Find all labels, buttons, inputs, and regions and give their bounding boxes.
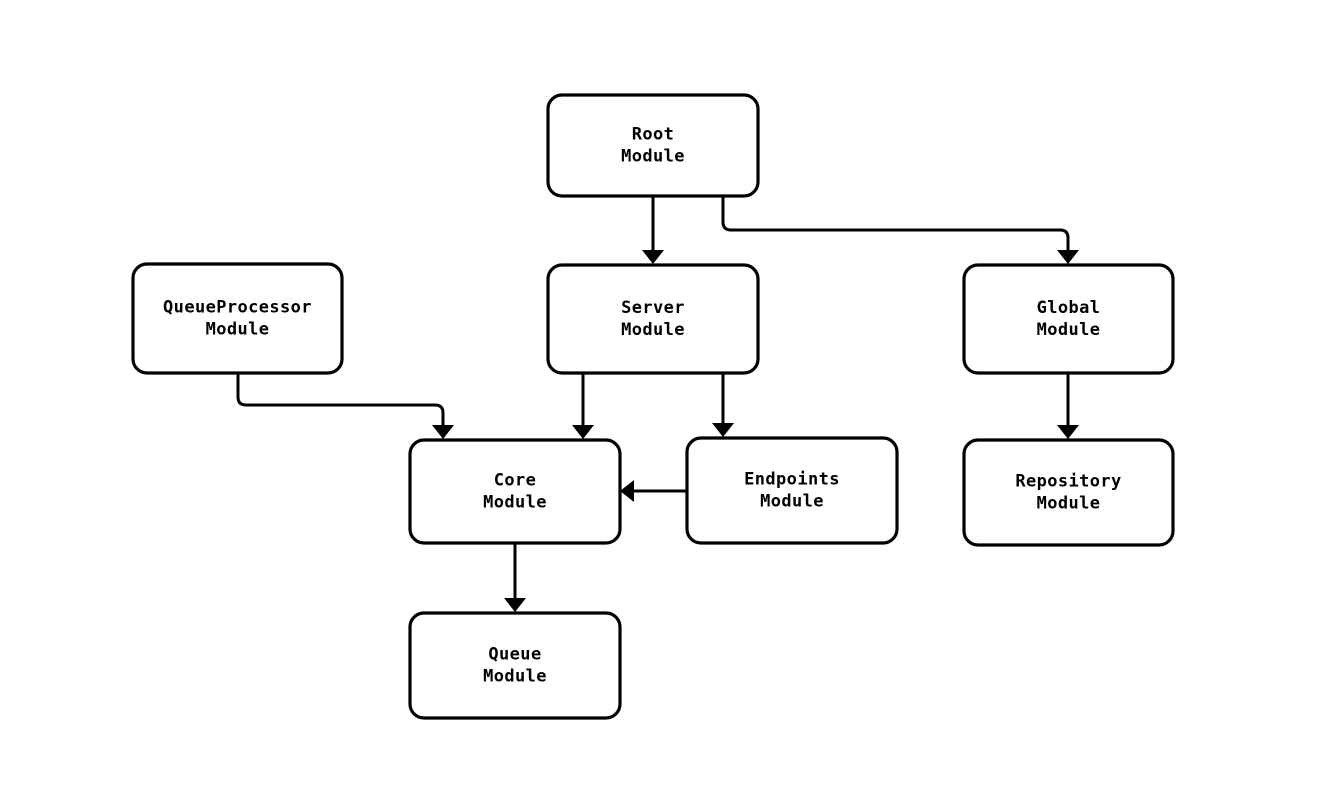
nodes-layer: RootModuleQueueProcessorModuleServerModu… <box>131 93 1175 720</box>
node-label-line2: Module <box>483 493 547 513</box>
arrowhead-icon <box>712 423 734 437</box>
edge-endpoints-to-core <box>620 480 687 502</box>
edge-root-to-server <box>642 196 664 264</box>
arrowhead-icon <box>572 425 594 439</box>
edge-server-to-core <box>572 373 594 439</box>
edge-root-to-global <box>721 196 1079 264</box>
node-label-line1: Queue <box>488 645 541 665</box>
node-box[interactable] <box>546 263 760 375</box>
node-label-line2: Module <box>1037 494 1101 514</box>
arrowhead-icon <box>1057 250 1079 264</box>
edge-line <box>236 373 445 427</box>
node-label-line2: Module <box>760 492 824 512</box>
node-label-line2: Module <box>621 147 685 167</box>
arrowhead-icon <box>642 250 664 264</box>
node-label-line1: Core <box>494 471 537 491</box>
node-label-line2: Module <box>621 320 685 340</box>
node-box[interactable] <box>962 263 1175 375</box>
node-box[interactable] <box>131 262 344 375</box>
node-box[interactable] <box>962 438 1175 547</box>
node-label-line1: Repository <box>1015 472 1121 492</box>
arrowhead-icon <box>620 480 634 502</box>
arrowhead-icon <box>504 598 526 612</box>
node-box[interactable] <box>408 438 622 545</box>
edge-line <box>721 196 1070 252</box>
node-label-line1: Root <box>632 125 675 145</box>
edge-server-to-endpoints <box>712 373 734 437</box>
edge-queueprocessor-to-core <box>236 373 454 439</box>
arrowhead-icon <box>1057 425 1079 439</box>
node-label-line1: QueueProcessor <box>163 298 312 318</box>
node-box[interactable] <box>546 93 760 198</box>
node-label-line2: Module <box>483 667 547 687</box>
edges-layer <box>236 196 1079 612</box>
node-label-line1: Global <box>1037 298 1101 318</box>
node-label-line2: Module <box>206 320 270 340</box>
node-label-line2: Module <box>1037 320 1101 340</box>
node-label-line1: Server <box>621 298 685 318</box>
edge-core-to-queue <box>504 543 526 612</box>
node-box[interactable] <box>685 436 899 545</box>
node-box[interactable] <box>408 611 622 720</box>
node-label-line1: Endpoints <box>744 470 840 490</box>
edge-global-to-repository <box>1057 373 1079 439</box>
arrowhead-icon <box>432 425 454 439</box>
